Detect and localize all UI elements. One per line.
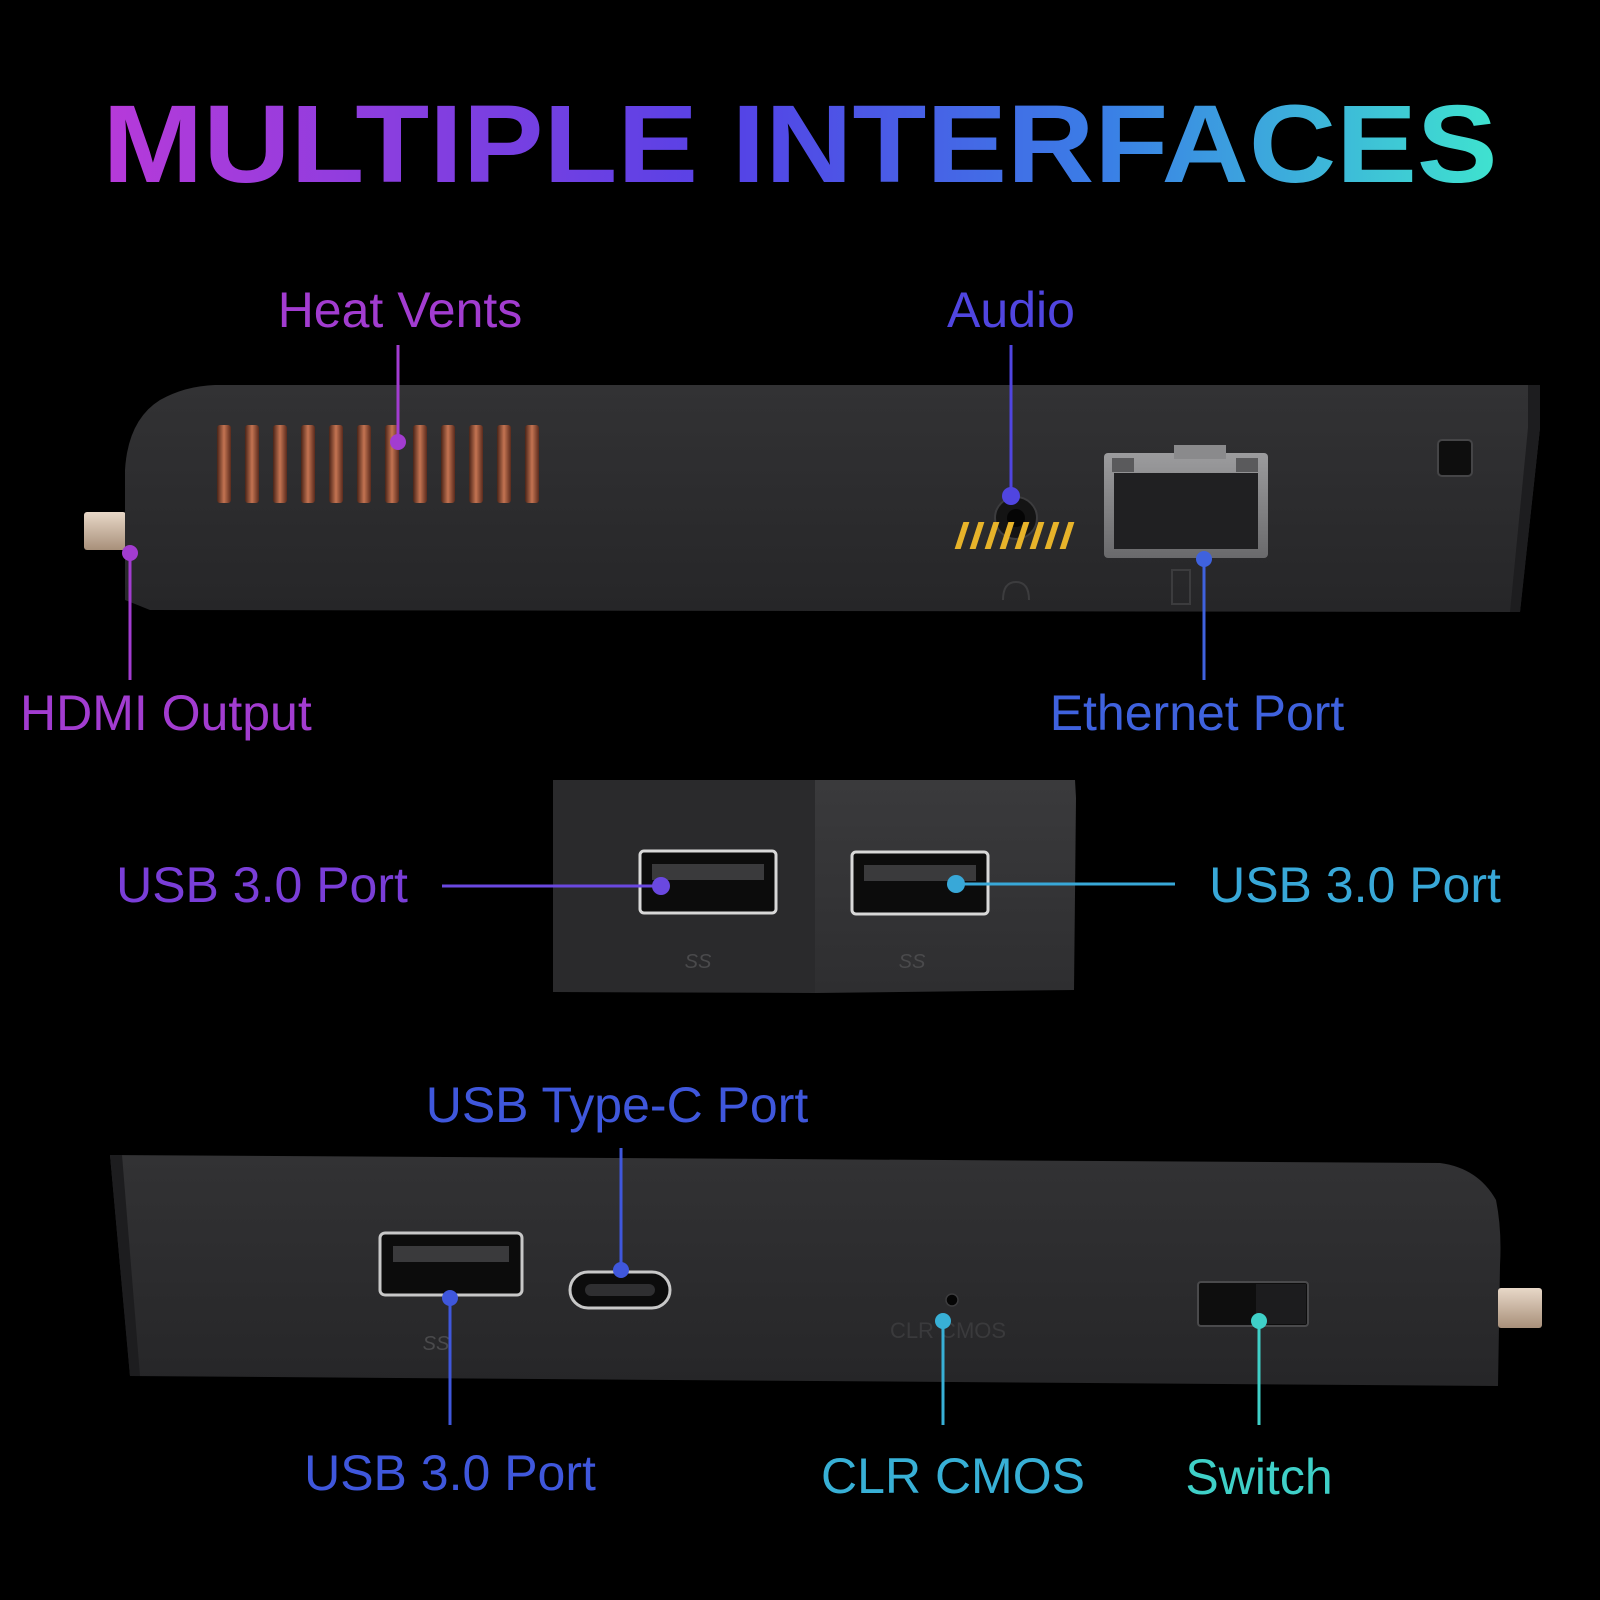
ethernet-jack xyxy=(954,445,1268,605)
usb-ss-logo-bottom: SS xyxy=(423,1333,450,1355)
usb-port-bottom: SS xyxy=(378,1231,524,1355)
callouts xyxy=(122,345,1267,1425)
page-title: MULTIPLE INTERFACES xyxy=(103,83,1498,206)
usb-port-end-right: SS xyxy=(850,850,990,973)
device-top-view xyxy=(84,385,1540,612)
label-hdmi-output: HDMI Output xyxy=(20,685,312,741)
label-switch: Switch xyxy=(1185,1449,1332,1505)
usb-ss-logo-left: SS xyxy=(685,951,712,973)
label-usb30-right: USB 3.0 Port xyxy=(1209,857,1501,913)
label-ethernet-port: Ethernet Port xyxy=(1050,685,1345,741)
label-heat-vents: Heat Vents xyxy=(278,282,523,338)
label-usb-type-c: USB Type-C Port xyxy=(426,1077,809,1133)
hdmi-connector xyxy=(84,512,126,550)
device-bottom-body xyxy=(110,1155,1501,1386)
label-clr-cmos: CLR CMOS xyxy=(821,1448,1085,1504)
label-audio: Audio xyxy=(947,282,1075,338)
device-end-view: SS SS xyxy=(553,780,1076,993)
hdmi-connector-right xyxy=(1498,1288,1542,1328)
label-usb30-bottom: USB 3.0 Port xyxy=(304,1445,596,1501)
clr-cmos-pinhole xyxy=(945,1293,959,1307)
usb-ss-logo-right: SS xyxy=(899,951,926,973)
device-bottom-view: SS CLR CMOS xyxy=(110,1155,1542,1386)
usb-port-end-left: SS xyxy=(638,849,778,973)
power-switch xyxy=(1197,1281,1309,1327)
small-button xyxy=(1437,439,1473,477)
label-usb30-left: USB 3.0 Port xyxy=(116,857,408,913)
